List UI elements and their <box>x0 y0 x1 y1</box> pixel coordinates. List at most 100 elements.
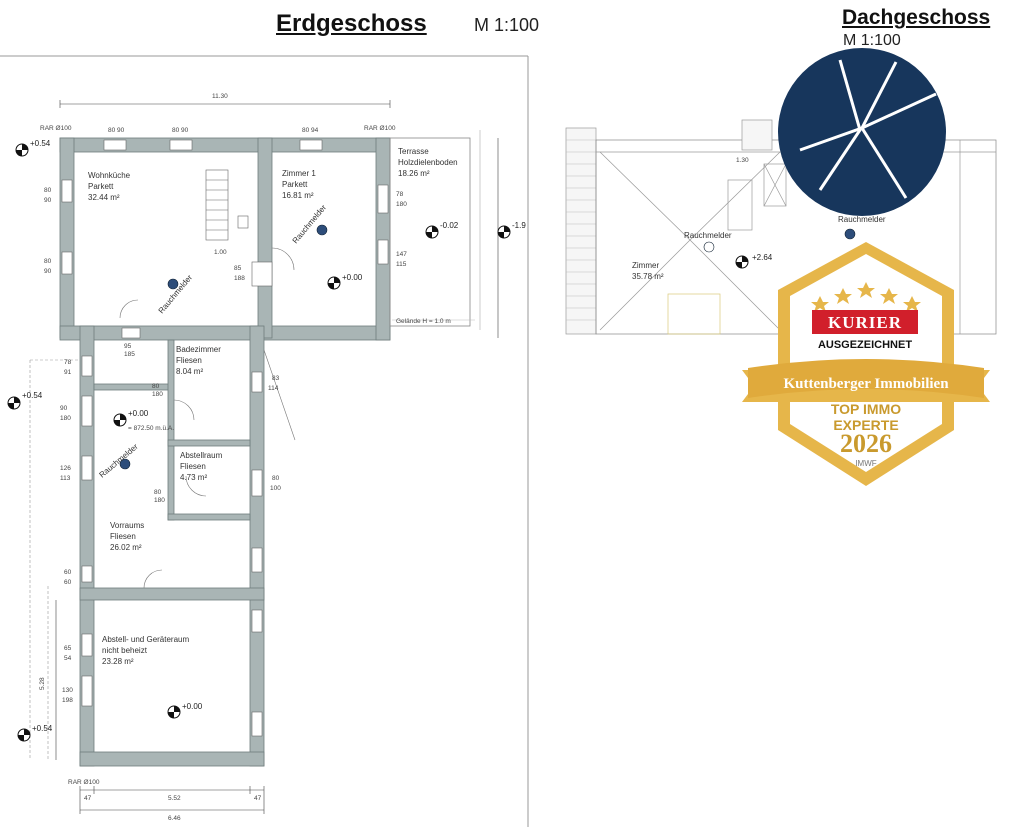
level-5: +0.00 <box>342 273 363 282</box>
svg-text:188: 188 <box>234 275 245 282</box>
svg-text:90: 90 <box>44 197 52 204</box>
svg-text:65: 65 <box>64 645 72 652</box>
terrain-note: Gelände H = 1.0 m <box>396 318 451 325</box>
level-6: +0.00 <box>182 702 203 711</box>
smoke-detector-icons <box>119 224 856 470</box>
badge-brand: KURIER <box>828 313 902 332</box>
ground-floor-scale: M 1:100 <box>474 15 540 35</box>
svg-text:23.28 m²: 23.28 m² <box>102 657 134 666</box>
svg-text:60: 60 <box>64 579 72 586</box>
svg-text:54: 54 <box>64 655 72 662</box>
level-8: -1.9 <box>512 221 526 230</box>
ground-floor-title: Erdgeschoss <box>276 10 427 37</box>
svg-text:83: 83 <box>272 375 280 382</box>
svg-text:185: 185 <box>124 351 135 358</box>
svg-text:Fliesen: Fliesen <box>180 462 206 471</box>
attic-smoke-label-2: Rauchmelder <box>838 215 886 224</box>
svg-text:80: 80 <box>44 258 52 265</box>
svg-text:80 90: 80 90 <box>172 127 189 134</box>
svg-text:Holzdielenboden: Holzdielenboden <box>398 158 458 167</box>
svg-text:32.44 m²: 32.44 m² <box>88 193 120 202</box>
svg-text:180: 180 <box>154 497 165 504</box>
smoke-label-3: Rauchmelder <box>98 442 140 480</box>
svg-text:80: 80 <box>272 475 280 482</box>
svg-text:26.02 m²: 26.02 m² <box>110 543 142 552</box>
svg-text:180: 180 <box>60 415 71 422</box>
level-7: -0.02 <box>440 221 459 230</box>
svg-text:80: 80 <box>152 383 160 390</box>
badge-line1: TOP IMMO <box>831 401 901 417</box>
dim-bottom-left: 47 <box>84 795 92 802</box>
badge-label: AUSGEZEICHNET <box>818 339 912 351</box>
attic-scale: M 1:100 <box>843 32 901 49</box>
svg-text:Vorraums: Vorraums <box>110 521 144 530</box>
attic-smoke-label-1: Rauchmelder <box>684 231 732 240</box>
rar-left: RAR Ø100 <box>40 125 72 132</box>
attic-room-area: 35.78 m² <box>632 272 664 281</box>
level-3: +0.54 <box>32 724 53 733</box>
svg-text:90: 90 <box>60 405 68 412</box>
badge-line2: EXPERTE <box>833 417 898 433</box>
dim-bottom-right: 47 <box>254 795 262 802</box>
svg-text:198: 198 <box>62 697 73 704</box>
svg-text:100: 100 <box>270 485 281 492</box>
svg-text:1.00: 1.00 <box>214 249 227 256</box>
dimension-lines <box>55 100 499 814</box>
badge-org: IMWF <box>855 459 876 468</box>
svg-text:Zimmer 1: Zimmer 1 <box>282 169 316 178</box>
svg-text:180: 180 <box>396 201 407 208</box>
rar-right: RAR Ø100 <box>364 125 396 132</box>
award-badge: KURIER AUSGEZEICHNET Kuttenberger Immobi… <box>742 242 990 486</box>
badge-year: 2026 <box>840 429 892 458</box>
room-vorraums: Vorraums Fliesen 26.02 m² <box>110 521 144 552</box>
altitude-note: = 872.50 m.ü.A. <box>128 425 174 432</box>
stairs <box>205 169 249 241</box>
windows <box>61 139 389 737</box>
svg-text:147: 147 <box>396 251 407 258</box>
attic-level: +2.64 <box>752 253 773 262</box>
attic-plan <box>565 119 997 335</box>
svg-text:115: 115 <box>396 261 407 268</box>
svg-text:Wohnküche: Wohnküche <box>88 171 131 180</box>
svg-text:113: 113 <box>60 475 71 482</box>
svg-text:Fliesen: Fliesen <box>110 532 136 541</box>
svg-text:Terrasse: Terrasse <box>398 147 429 156</box>
ground-floor-walls <box>59 137 391 767</box>
level-4: +0.00 <box>128 409 149 418</box>
door-arcs <box>119 247 296 589</box>
svg-text:180: 180 <box>152 391 163 398</box>
svg-text:Fliesen: Fliesen <box>176 356 202 365</box>
company-logo <box>778 48 946 216</box>
room-badezimmer: Badezimmer Fliesen 8.04 m² <box>176 345 221 376</box>
svg-text:78: 78 <box>64 359 72 366</box>
svg-text:130: 130 <box>62 687 73 694</box>
attic-dim: 1.30 <box>736 157 749 164</box>
dim-bottom-mid: 5.52 <box>168 795 181 802</box>
svg-text:nicht beheizt: nicht beheizt <box>102 646 148 655</box>
svg-text:Badezimmer: Badezimmer <box>176 345 221 354</box>
smoke-label-1: Rauchmelder <box>157 273 195 315</box>
svg-text:Abstellraum: Abstellraum <box>180 451 223 460</box>
rar-bottom: RAR Ø100 <box>68 779 100 786</box>
svg-text:4.73 m²: 4.73 m² <box>180 473 207 482</box>
room-terrasse: Terrasse Holzdielenboden 18.26 m² <box>398 147 458 178</box>
terrace-outline <box>389 137 471 327</box>
room-wohnkueche: Wohnküche Parkett 32.44 m² <box>88 171 131 202</box>
smoke-label-2: Rauchmelder <box>291 203 329 245</box>
svg-text:80: 80 <box>154 489 162 496</box>
room-abstellraum: Abstellraum Fliesen 4.73 m² <box>180 451 223 482</box>
svg-text:95: 95 <box>124 343 132 350</box>
attic-room-name: Zimmer <box>632 261 659 270</box>
dim-bottom-total: 6.46 <box>168 815 181 822</box>
level-2: +0.54 <box>22 391 43 400</box>
badge-company: Kuttenberger Immobilien <box>783 376 949 392</box>
svg-text:114: 114 <box>268 385 279 392</box>
room-zimmer-1: Zimmer 1 Parkett 16.81 m² <box>282 169 316 200</box>
dim-left-vertical: 5.28 <box>39 677 46 690</box>
svg-text:Parkett: Parkett <box>282 180 308 189</box>
svg-text:18.26 m²: 18.26 m² <box>398 169 430 178</box>
dim-top: 11.30 <box>212 93 228 100</box>
attic-title: Dachgeschoss <box>842 6 991 29</box>
